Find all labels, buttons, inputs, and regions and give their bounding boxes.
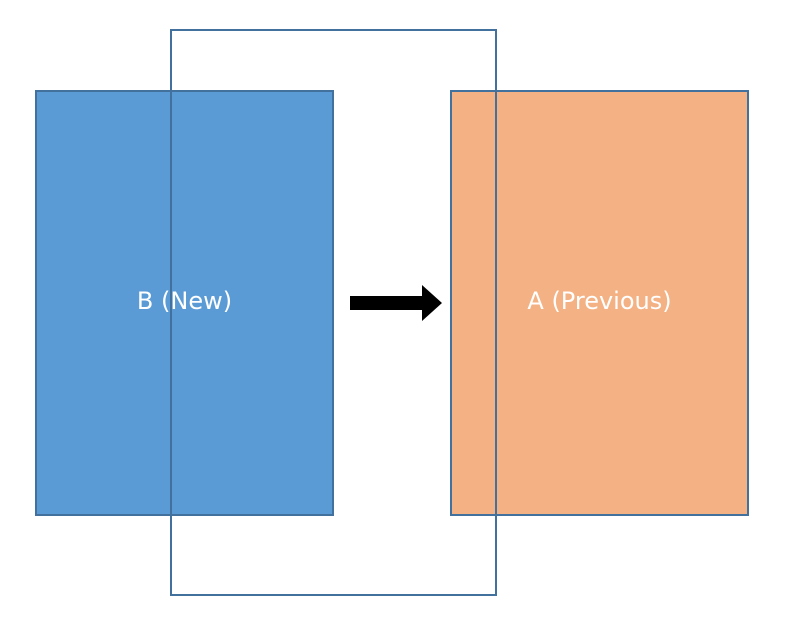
box-a-previous: A (Previous) xyxy=(450,90,749,516)
box-b-label: B (New) xyxy=(136,287,233,315)
right-arrow-icon xyxy=(350,285,442,321)
right-arrow-shape xyxy=(350,285,442,321)
box-a-label: A (Previous) xyxy=(527,287,672,315)
box-b-new: B (New) xyxy=(35,90,334,516)
